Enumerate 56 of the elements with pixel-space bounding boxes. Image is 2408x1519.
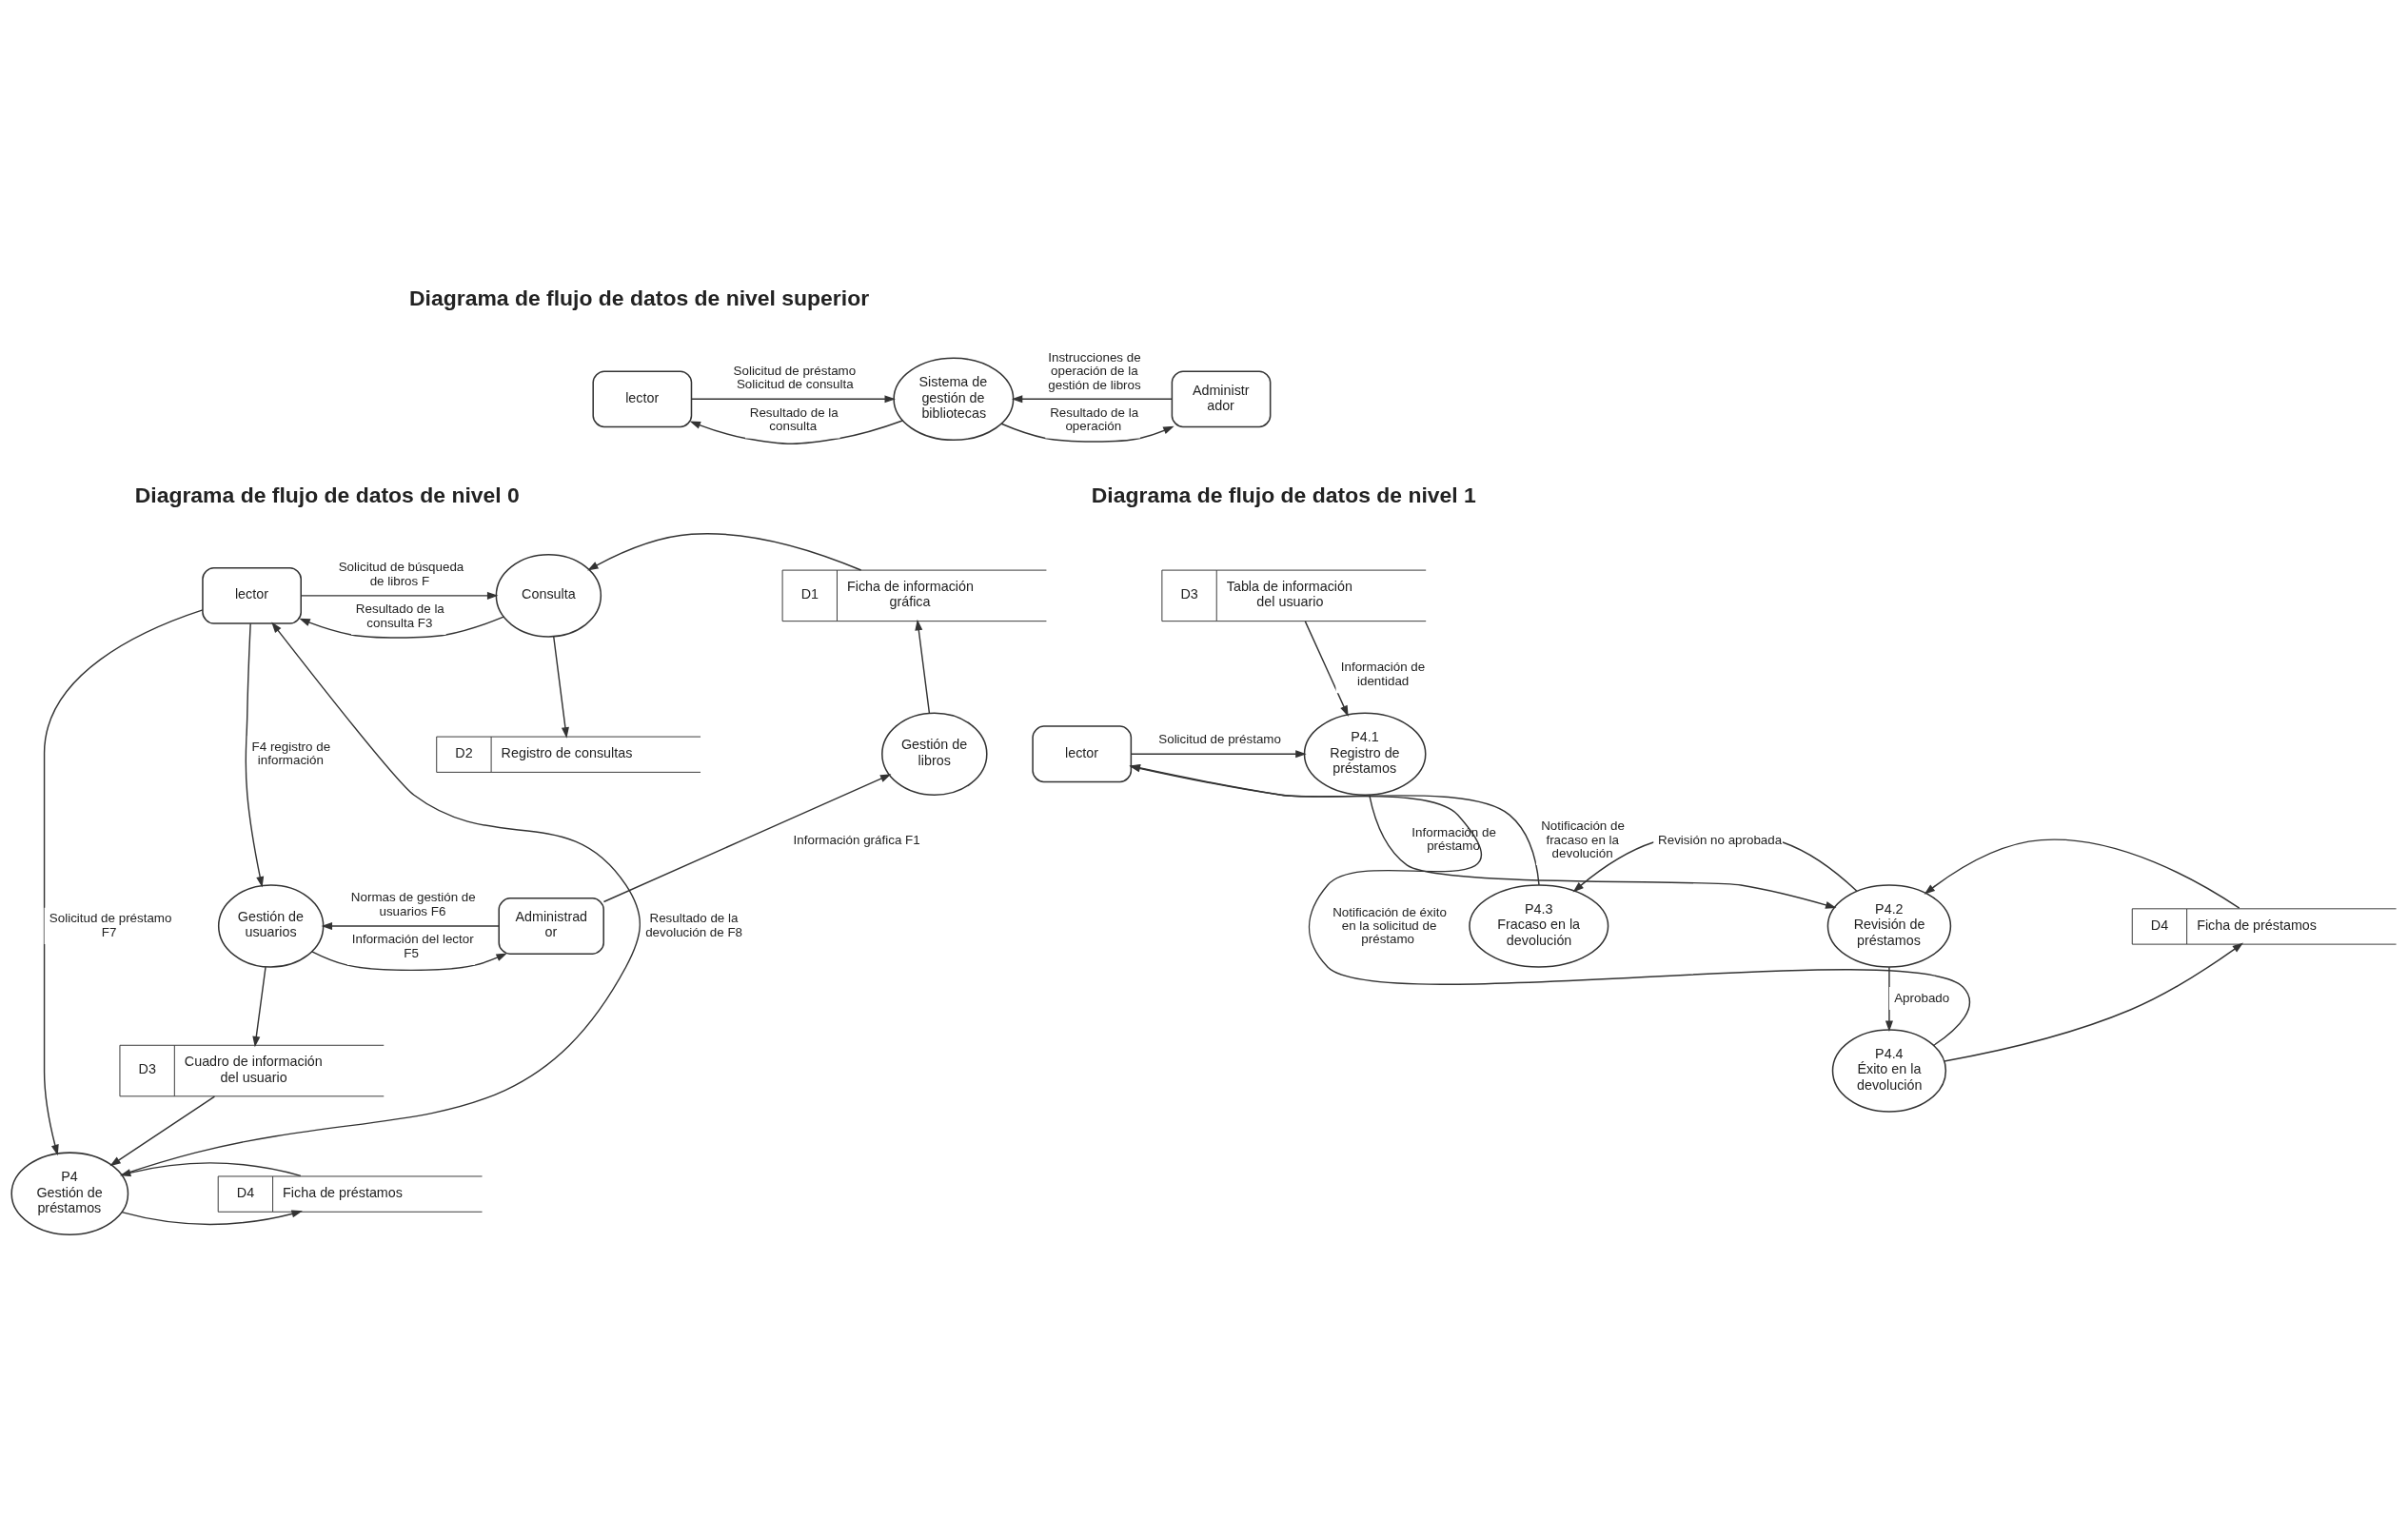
arrow bbox=[321, 922, 500, 930]
arrow bbox=[602, 774, 892, 903]
edge-label: Solicitud de préstamo Solicitud de consulta bbox=[733, 363, 857, 392]
arrow bbox=[553, 636, 569, 739]
arrow bbox=[915, 619, 931, 715]
arrow bbox=[1924, 838, 2240, 909]
edge-label: Instrucciones de operación de la gestión de libros bbox=[1048, 349, 1141, 392]
edge-label: Resultado de la devolución de F8 bbox=[645, 911, 743, 939]
arrow bbox=[245, 622, 265, 888]
node-box: lector bbox=[202, 566, 302, 624]
arrow bbox=[1885, 966, 1893, 1033]
edge-label: Normas de gestión de usuarios F6 bbox=[350, 890, 476, 918]
label: Diagrama de flujo de datos de nivel superior bbox=[409, 286, 870, 311]
arrow bbox=[252, 966, 266, 1048]
node-ellipse: Gestión de usuarios bbox=[217, 884, 325, 968]
arrow bbox=[109, 1095, 216, 1167]
edge-label: Resultado de la consulta bbox=[749, 404, 839, 434]
label: Diagrama de flujo de datos de nivel 1 bbox=[1091, 482, 1476, 507]
edge-label: Resultado de la operación bbox=[1050, 404, 1139, 434]
arrow bbox=[689, 420, 903, 444]
arrow bbox=[587, 533, 862, 571]
arrow bbox=[120, 621, 641, 1176]
edge-label: Información del lector F5 bbox=[351, 932, 474, 960]
node-box: Administr ador bbox=[1171, 370, 1272, 428]
node-box: lector bbox=[1032, 725, 1133, 783]
edge-label: F4 registro de información bbox=[251, 739, 331, 767]
arrow bbox=[1130, 750, 1307, 759]
arrow bbox=[1304, 621, 1349, 717]
node-box: Administrad or bbox=[498, 898, 604, 955]
edge-label: Solicitud de préstamo F7 bbox=[49, 911, 172, 939]
edge-label: Notificación de fracaso en la devolución bbox=[1541, 819, 1625, 860]
edge-label: Aprobado bbox=[1894, 991, 1950, 1006]
arrow bbox=[1000, 423, 1174, 443]
arrow bbox=[1944, 942, 2244, 1062]
node-ellipse: P4.3 Fracaso en la devolución bbox=[1469, 884, 1609, 968]
node-ellipse: Sistema de gestión de bibliotecas bbox=[893, 357, 1015, 442]
arrow bbox=[690, 395, 896, 404]
node-box: lector bbox=[592, 370, 693, 428]
edge-label: Información de identidad bbox=[1340, 660, 1426, 688]
node-ellipse: P4 Gestión de préstamos bbox=[10, 1152, 129, 1235]
arrow bbox=[1369, 794, 1837, 909]
arrow bbox=[299, 616, 504, 639]
node-ellipse: P4.4 Éxito en la devolución bbox=[1831, 1029, 1947, 1113]
node-ellipse: P4.1 Registro de préstamos bbox=[1303, 712, 1427, 797]
arrow bbox=[311, 951, 507, 972]
arrow bbox=[121, 1210, 303, 1226]
edge-label: Resultado de la consulta F3 bbox=[355, 602, 444, 630]
edge-label: Información gráfica F1 bbox=[793, 832, 920, 847]
arrow bbox=[300, 591, 499, 600]
edge-label: Revisión no aprobada bbox=[1658, 832, 1783, 847]
arrow bbox=[119, 1162, 302, 1177]
arrow bbox=[1011, 395, 1173, 404]
edge-label: Solicitud de préstamo bbox=[1158, 732, 1281, 747]
label: Diagrama de flujo de datos de nivel 0 bbox=[134, 482, 520, 507]
edge-label: Solicitud de búsqueda de libros F bbox=[338, 560, 464, 588]
edge-label: Notificación de éxito en la solicitud de préstamo bbox=[1332, 904, 1447, 947]
